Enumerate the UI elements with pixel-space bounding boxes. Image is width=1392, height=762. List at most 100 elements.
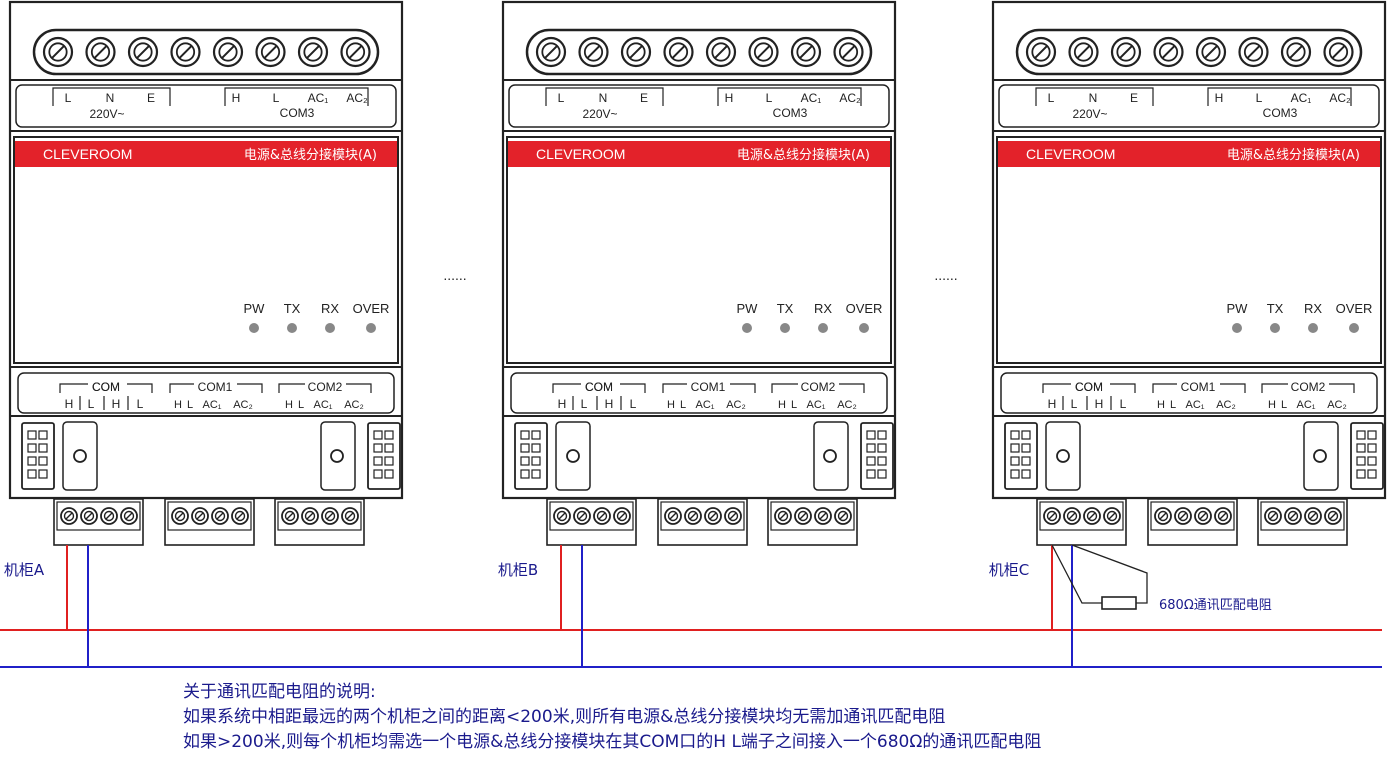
com2-bracket bbox=[771, 383, 865, 393]
plug-screw-slot bbox=[105, 512, 113, 520]
rj45-pin bbox=[373, 456, 383, 466]
terminal-label: L bbox=[1048, 91, 1055, 105]
com-label-bound: COM bbox=[585, 380, 613, 394]
plug-screw-slot bbox=[1269, 512, 1277, 520]
rj45-port bbox=[514, 422, 548, 490]
terminal-label: H bbox=[1157, 399, 1165, 411]
cabinet-label: 机柜B bbox=[498, 561, 538, 579]
rj45-pin bbox=[27, 456, 37, 466]
resistor-lead bbox=[1051, 544, 1102, 604]
terminal-label: H bbox=[725, 91, 734, 105]
bottom-label-panel bbox=[17, 372, 395, 414]
rj45-pin bbox=[520, 469, 530, 479]
terminal-label: H bbox=[778, 399, 786, 411]
terminal-label: AC₁ bbox=[314, 399, 333, 411]
terminal-label: L bbox=[1281, 399, 1287, 411]
ellipsis-separator: ...... bbox=[934, 267, 957, 283]
plug-screw-slot bbox=[216, 512, 224, 520]
clip-screw bbox=[73, 449, 87, 463]
led-label-tx: TX bbox=[1267, 301, 1284, 316]
terminal-label: E bbox=[147, 91, 155, 105]
plug-screw-slot bbox=[558, 512, 566, 520]
cabinet-label: 机柜A bbox=[4, 561, 45, 579]
rj45-pin bbox=[384, 456, 394, 466]
terminal-label: L bbox=[766, 91, 773, 105]
terminal-label: E bbox=[640, 91, 648, 105]
rj45-pin bbox=[38, 456, 48, 466]
screw-slot bbox=[220, 44, 236, 60]
terminal-label: H bbox=[558, 397, 567, 411]
plug-screw-slot bbox=[1088, 512, 1096, 520]
terminal-label: H bbox=[605, 397, 614, 411]
plug-screw-slot bbox=[1199, 512, 1207, 520]
rj45-pin bbox=[38, 443, 48, 453]
screw-slot bbox=[178, 44, 193, 60]
plug-screw-slot bbox=[779, 512, 787, 520]
rj45-pin bbox=[1356, 430, 1366, 440]
com-bracket bbox=[552, 383, 646, 393]
plug-screw-slot bbox=[1219, 512, 1227, 520]
rj45-pin bbox=[1010, 430, 1020, 440]
model-label: 电源&总线分接模块(A) bbox=[1227, 147, 1360, 163]
rj45-port bbox=[860, 422, 894, 490]
terminal-label: AC₂ bbox=[726, 399, 746, 411]
led-rx-indicator bbox=[1308, 323, 1318, 333]
terminal-label: L bbox=[791, 399, 797, 411]
rj45-pin bbox=[1367, 469, 1377, 479]
terminal-label: L bbox=[558, 91, 565, 105]
screw-slot bbox=[543, 44, 559, 60]
rj45-pin bbox=[1021, 443, 1031, 453]
plug-screw-slot bbox=[286, 512, 294, 520]
led-label-over: OVER bbox=[1336, 301, 1373, 316]
com2-label: COM2 bbox=[308, 380, 343, 394]
brand-logo: CLEVEROOM bbox=[43, 146, 132, 162]
brand-bar bbox=[15, 141, 397, 167]
screw-slot bbox=[628, 44, 644, 60]
led-label-pw: PW bbox=[1227, 301, 1249, 316]
led-label-rx: RX bbox=[814, 301, 832, 316]
rj45-pin bbox=[866, 430, 876, 440]
terminal-label: L bbox=[88, 397, 95, 411]
terminal-label: AC₁ bbox=[1297, 399, 1316, 411]
terminal-label: AC₂ bbox=[1216, 399, 1236, 411]
led-label-rx: RX bbox=[321, 301, 339, 316]
rj45-pin bbox=[877, 456, 887, 466]
screw-slot bbox=[263, 44, 278, 60]
led-over-indicator bbox=[859, 323, 869, 333]
notes-title: 关于通讯匹配电阻的说明: bbox=[183, 682, 376, 702]
bottom-label-panel bbox=[510, 372, 888, 414]
plug-screw-slot bbox=[669, 512, 677, 520]
rj45-pin bbox=[1367, 430, 1377, 440]
terminal-label: AC₂ bbox=[839, 91, 861, 105]
plug-screw-slot bbox=[346, 512, 354, 520]
terminal-label: AC₁ bbox=[203, 399, 222, 411]
terminal-label: L bbox=[187, 399, 193, 411]
com-bracket bbox=[59, 383, 153, 393]
com3-label: COM3 bbox=[280, 106, 315, 120]
screw-slot bbox=[93, 44, 108, 60]
terminal-label: AC₁ bbox=[807, 399, 826, 411]
terminal-label: H bbox=[667, 399, 675, 411]
com2-bracket bbox=[1261, 383, 1355, 393]
top-terminal-strip bbox=[1015, 28, 1363, 76]
rj45-pin bbox=[384, 469, 394, 479]
screw-slot bbox=[348, 44, 363, 60]
front-panel bbox=[506, 136, 892, 364]
rj45-port bbox=[1350, 422, 1384, 490]
rj45-pin bbox=[877, 469, 887, 479]
screw-slot bbox=[671, 44, 686, 60]
com3-bracket bbox=[717, 87, 862, 106]
model-label: 电源&总线分接模块(A) bbox=[737, 147, 870, 163]
clip-screw bbox=[330, 449, 344, 463]
brand-logo: CLEVEROOM bbox=[1026, 146, 1115, 162]
power-bracket bbox=[545, 87, 664, 106]
terminal-label: N bbox=[106, 91, 115, 105]
terminal-label: AC₁ bbox=[1291, 91, 1312, 105]
screw-slot bbox=[305, 44, 321, 60]
screw-slot bbox=[756, 44, 771, 60]
terminal-label: N bbox=[1089, 91, 1098, 105]
screw-slot bbox=[841, 44, 856, 60]
led-label-over: OVER bbox=[353, 301, 390, 316]
plug-screw-slot bbox=[1108, 512, 1116, 520]
